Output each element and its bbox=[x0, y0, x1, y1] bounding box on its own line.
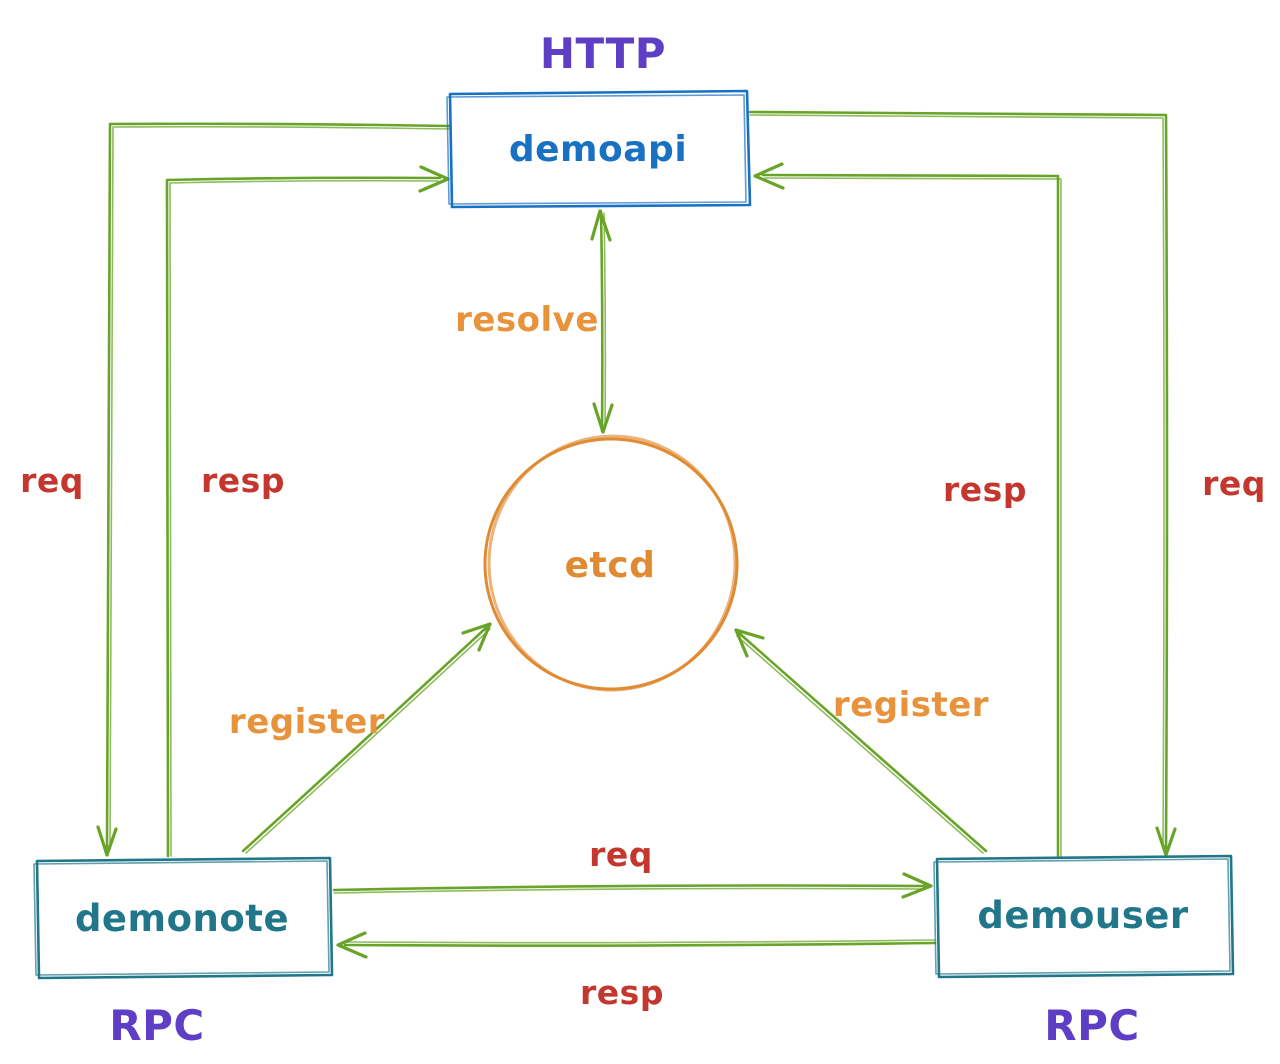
edge-label-resp-middle: resp bbox=[580, 973, 664, 1012]
edge-label-resp-right: resp bbox=[943, 470, 1027, 509]
node-demoapi: demoapi bbox=[446, 89, 752, 209]
edge-label-register-left: register bbox=[229, 702, 385, 742]
arrow-register-demouser-to-etcd bbox=[734, 628, 988, 854]
protocol-label-http: HTTP bbox=[540, 29, 666, 78]
edge-label-req-left: req bbox=[20, 461, 84, 500]
node-demonote: demonote bbox=[33, 856, 334, 980]
node-etcd-label: etcd bbox=[565, 545, 656, 586]
arrow-resp-demouser-to-demoapi bbox=[753, 162, 1063, 858]
arrow-resp-demonote-to-demoapi bbox=[165, 165, 450, 858]
edge-label-register-right: register bbox=[833, 685, 989, 725]
protocol-label-rpc-right: RPC bbox=[1044, 1001, 1139, 1050]
edge-label-resolve: resolve bbox=[455, 300, 599, 340]
arrow-resp-demouser-to-demonote bbox=[336, 931, 937, 959]
arrow-resolve-demoapi-etcd bbox=[590, 209, 614, 434]
arrow-register-demonote-to-etcd bbox=[241, 622, 492, 854]
edge-label-req-middle: req bbox=[589, 835, 653, 874]
node-demouser: demouser bbox=[933, 854, 1235, 979]
node-demoapi-label: demoapi bbox=[509, 129, 687, 170]
node-demouser-label: demouser bbox=[977, 894, 1189, 937]
arrow-req-demonote-to-demouser bbox=[332, 872, 933, 899]
protocol-label-rpc-left: RPC bbox=[109, 1001, 204, 1050]
node-demonote-label: demonote bbox=[75, 897, 289, 940]
edge-label-req-right: req bbox=[1202, 464, 1266, 503]
arrow-req-demoapi-to-demonote bbox=[96, 122, 451, 857]
node-etcd: etcd bbox=[483, 434, 739, 692]
edge-label-resp-left: resp bbox=[201, 461, 285, 500]
arrow-req-demoapi-to-demouser bbox=[748, 110, 1177, 857]
